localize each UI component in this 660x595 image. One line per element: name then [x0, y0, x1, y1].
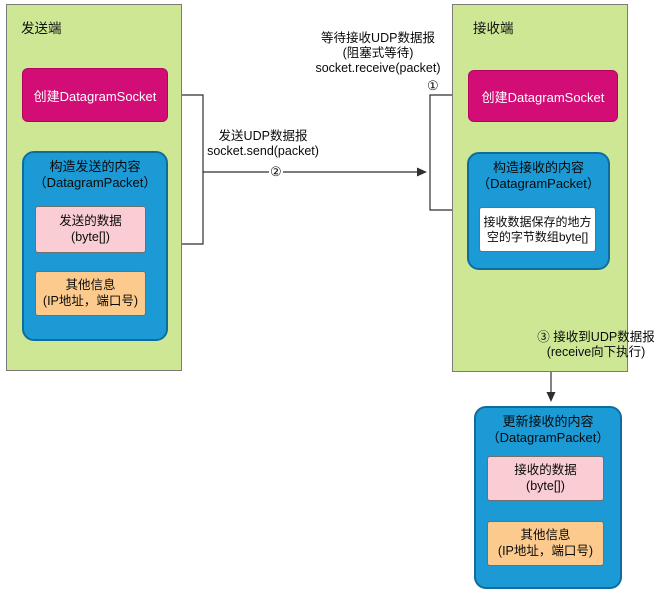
updated-data-line2: (byte[]) — [526, 478, 565, 493]
sender-packet-title-line1: 构造发送的内容 — [49, 159, 141, 174]
sender-packet-title: 构造发送的内容 （DatagramPacket） — [22, 159, 168, 191]
updated-data-line1: 接收的数据 — [514, 463, 577, 477]
send-line2: socket.send(packet) — [207, 144, 319, 158]
sender-create-socket-label: 创建DatagramSocket — [33, 88, 157, 104]
arrow-right-icon — [417, 167, 427, 177]
receiver-packet-title-line2: （DatagramPacket） — [477, 176, 600, 191]
sender-other-line1: 其他信息 — [65, 278, 116, 292]
arrow-down-icon — [546, 392, 556, 402]
updated-packet-title-line2: （DatagramPacket） — [486, 430, 610, 445]
received-line1: 接收到UDP数据报 — [553, 330, 655, 344]
received-annotation: ③ 接收到UDP数据报 (receive向下执行) — [530, 330, 660, 360]
send-line1: 发送UDP数据报 — [218, 129, 308, 143]
wait-receive-line1: 等待接收UDP数据报 — [321, 31, 435, 45]
sender-other-info-box: 其他信息 (IP地址，端口号) — [35, 271, 146, 316]
receiver-title: 接收端 — [473, 21, 514, 36]
sender-packet-title-line2: （DatagramPacket） — [33, 175, 157, 190]
sender-data-line2: (byte[]) — [71, 229, 110, 244]
sender-data-box: 发送的数据 (byte[]) — [35, 206, 146, 253]
receiver-create-socket-box: 创建DatagramSocket — [468, 70, 618, 122]
wait-receive-line3: socket.receive(packet) — [315, 61, 441, 75]
updated-packet-title-line1: 更新接收的内容 — [502, 414, 594, 429]
receiver-create-socket-label: 创建DatagramSocket — [481, 89, 605, 105]
sender-data-line1: 发送的数据 — [59, 214, 122, 228]
step1-badge: ① — [427, 78, 439, 93]
sender-create-socket-box: 创建DatagramSocket — [22, 68, 168, 122]
receiver-buffer-line1: 接收数据保存的地方 — [483, 214, 592, 229]
updated-other-info-box: 其他信息 (IP地址，端口号) — [487, 521, 604, 566]
updated-packet-title: 更新接收的内容 （DatagramPacket） — [474, 414, 622, 446]
updated-other-line2: (IP地址，端口号) — [497, 543, 594, 558]
sender-title: 发送端 — [21, 21, 62, 36]
step2-badge: ② — [269, 164, 283, 180]
wait-receive-line2: (阻塞式等待) — [342, 46, 414, 60]
wait-receive-annotation: 等待接收UDP数据报 (阻塞式等待) socket.receive(packet… — [303, 31, 453, 76]
step3-badge: ③ — [537, 330, 550, 344]
sender-other-line2: (IP地址，端口号) — [42, 293, 139, 308]
receiver-packet-title: 构造接收的内容 （DatagramPacket） — [467, 160, 610, 192]
send-annotation: 发送UDP数据报 socket.send(packet) — [196, 129, 330, 159]
updated-data-box: 接收的数据 (byte[]) — [487, 456, 604, 501]
receiver-buffer-line2: 空的字节数组byte[] — [486, 229, 589, 244]
receiver-buffer-box: 接收数据保存的地方 空的字节数组byte[] — [479, 207, 596, 252]
updated-other-line1: 其他信息 — [520, 528, 571, 542]
receiver-packet-title-line1: 构造接收的内容 — [492, 160, 584, 175]
received-line2: (receive向下执行) — [546, 345, 646, 359]
